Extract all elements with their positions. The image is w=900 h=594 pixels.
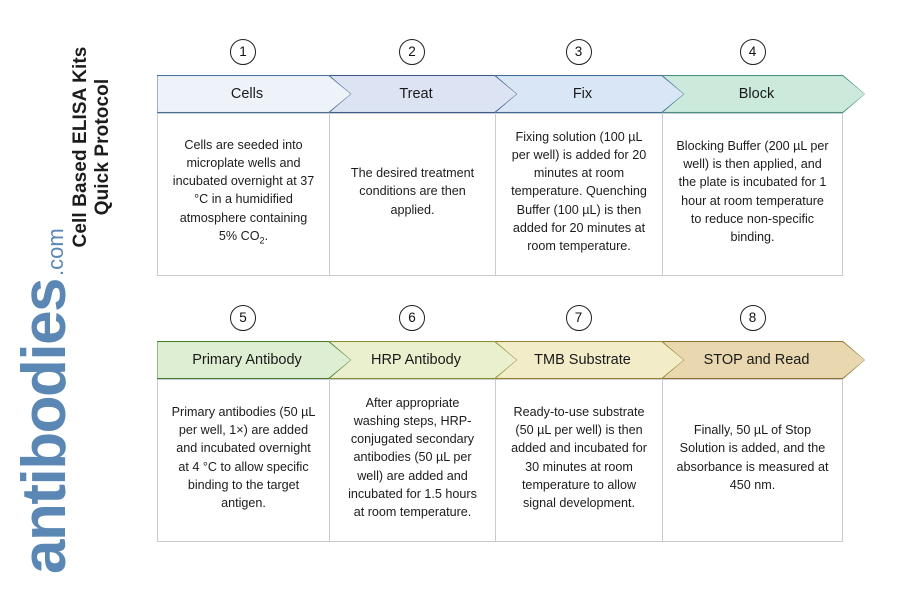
step-description-panel-1: Cells are seeded into microplate wells a… (157, 113, 329, 276)
step-description-text: The desired treatment conditions are the… (350, 166, 475, 217)
step-description-text: Cells are seeded into microplate wells a… (172, 137, 315, 246)
step-banner-fill (329, 76, 517, 112)
step-number-badge: 7 (565, 305, 592, 331)
step-number-badge: 4 (739, 39, 766, 65)
step-description-text: Blocking Buffer (200 µL per well) is the… (676, 138, 829, 244)
step-label: TMB Substrate (534, 352, 631, 368)
page-title-line-2: Quick Protocol (92, 78, 113, 216)
step-description-text: Primary antibodies (50 µL per well, 1×) … (171, 404, 316, 510)
step-badges-row-1: 1 2 3 4 (157, 36, 843, 75)
step-banner-8[interactable]: STOP and Read (662, 341, 865, 379)
step-label: Cells (230, 86, 264, 102)
step-description-panel-2: The desired treatment conditions are the… (329, 113, 495, 276)
step-banners-row-1: Cells Treat Fix Block (157, 75, 865, 113)
flow-row-2: 5 6 7 8 Primary Antibody HRP Antibody TMB Sub… (157, 302, 865, 542)
step-description-text: Ready-to-use substrate (50 µL per well) … (511, 404, 647, 510)
step-number: 1 (239, 44, 247, 60)
step-label: Block (738, 86, 775, 102)
step-label: Treat (399, 86, 433, 102)
step-description-panel-4: Blocking Buffer (200 µL per well) is the… (662, 113, 843, 276)
step-label: Primary Antibody (192, 352, 302, 368)
step-banner-1[interactable]: Cells (157, 75, 351, 113)
step-description-panel-5: Primary antibodies (50 µL per well, 1×) … (157, 379, 329, 542)
step-panels-row-2: Primary antibodies (50 µL per well, 1×) … (157, 379, 843, 542)
step-banner-3[interactable]: Fix (495, 75, 684, 113)
step-banner-fill (157, 342, 351, 378)
step-number: 5 (239, 310, 247, 326)
page-title-line-1: Cell Based ELISA Kits (69, 46, 91, 248)
brand-tld: .com (42, 228, 68, 276)
step-number-badge: 3 (565, 39, 592, 65)
step-banner-fill (495, 76, 684, 112)
step-panels-row-1: Cells are seeded into microplate wells a… (157, 113, 843, 276)
flow-row-1: 1 2 3 4 Cells Treat Fix Block Cells are seeded… (157, 36, 865, 276)
step-number-badge: 1 (230, 39, 256, 65)
step-number: 2 (408, 44, 416, 60)
step-banner-fill (662, 76, 865, 112)
step-banner-fill (662, 342, 865, 378)
step-label: STOP and Read (703, 352, 810, 368)
step-banner-2[interactable]: Treat (329, 75, 517, 113)
step-description-text: After appropriate washing steps, HRP-con… (348, 395, 477, 520)
step-description-panel-3: Fixing solution (100 µL per well) is add… (495, 113, 662, 276)
step-banner-fill (329, 342, 517, 378)
step-banner-fill (157, 76, 351, 112)
step-number-badge: 8 (739, 305, 766, 331)
step-number-badge: 5 (230, 305, 256, 331)
step-banner-fill (495, 342, 684, 378)
step-number-badge: 6 (399, 305, 425, 331)
step-number-badge: 2 (399, 39, 425, 65)
step-number: 3 (574, 44, 583, 60)
brand-name: antibodies (10, 278, 79, 574)
step-banner-5[interactable]: Primary Antibody (157, 341, 351, 379)
step-label: HRP Antibody (370, 352, 461, 368)
step-number: 8 (748, 310, 757, 326)
step-description-text: Finally, 50 µL of Stop Solution is added… (676, 423, 829, 492)
step-label: Fix (572, 86, 593, 102)
step-banner-6[interactable]: HRP Antibody (329, 341, 517, 379)
step-banner-7[interactable]: TMB Substrate (495, 341, 684, 379)
step-number: 4 (748, 44, 757, 60)
step-badges-row-2: 5 6 7 8 (157, 302, 843, 341)
step-number: 6 (408, 310, 416, 326)
step-description-panel-6: After appropriate washing steps, HRP-con… (329, 379, 495, 542)
step-number: 7 (574, 310, 583, 326)
step-description-panel-8: Finally, 50 µL of Stop Solution is added… (662, 379, 843, 542)
brand-watermark: antibodies .com (10, 228, 79, 574)
step-description-panel-7: Ready-to-use substrate (50 µL per well) … (495, 379, 662, 542)
step-description-text: Fixing solution (100 µL per well) is add… (511, 129, 647, 254)
step-banners-row-2: Primary Antibody HRP Antibody TMB Substrat… (157, 341, 865, 379)
step-banner-4[interactable]: Block (662, 75, 865, 113)
